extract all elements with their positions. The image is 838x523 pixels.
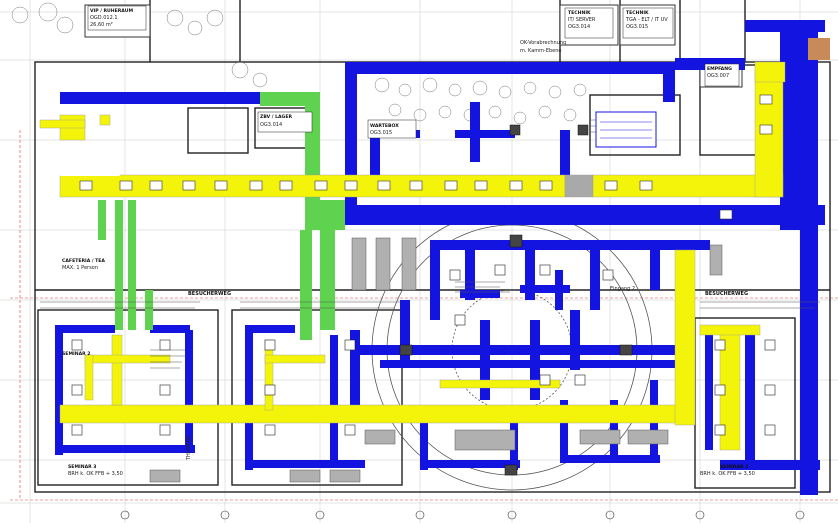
themenzentrum-label: THEMENZ. (186, 433, 192, 461)
seminar-3-note: BRH k. OK FFB + 3,50 (68, 471, 123, 477)
zbv-lager-code: OG3.014 (260, 122, 282, 128)
seminar-3-label: SEMINAR 3 (68, 464, 96, 470)
wartebox-code: OG3.015 (370, 130, 392, 136)
vip-ruheraum-title: VIP / RUHERAUM (90, 8, 133, 14)
grilles (79, 94, 773, 220)
supply-ducts (55, 20, 825, 495)
seminar-1-label: SEMINAR 1 (720, 464, 748, 470)
technik-tga-sub: TGA - ELT / IT UV (625, 17, 668, 23)
seminar-2-label: SEMINAR 2 (62, 351, 90, 357)
ok-vorabrechnung-label: OK-Vorabrechnung (520, 40, 566, 46)
eingang-2-label: Eingang 2 (610, 286, 635, 292)
cafeteria-sub: MAX. 1 Person (62, 265, 98, 271)
tree-symbols (11, 2, 587, 125)
room-labels: VIP / RUHERAUM OGD.012.1 26,60 m² TECHNI… (60, 5, 755, 477)
technik-it-sub: IT/ SERVER (568, 17, 596, 23)
axis-markers (120, 510, 805, 520)
empfang-title: EMPFANG (707, 66, 732, 72)
zbv-lager-title: ZBV / LAGER (260, 114, 292, 120)
cafeteria-title: CAFETERIA / TEA (62, 258, 105, 264)
terminal-units (71, 264, 776, 436)
dampers (399, 124, 633, 476)
technik-it-code: OG3.014 (568, 24, 590, 30)
grey-ducts (149, 237, 723, 483)
vip-ruheraum-area: 26,60 m² (90, 22, 113, 28)
kamm-ebene-label: m. Kamm-Ebene (520, 48, 562, 54)
inset-box (595, 111, 657, 148)
seminar-1-note: BRH k. OK FFB + 3,50 (700, 471, 755, 477)
exhaust-ducts (39, 61, 786, 451)
shaft-patch (808, 38, 830, 60)
vip-ruheraum-code: OGD.012.1 (90, 15, 118, 21)
technik-it-title: TECHNIK (568, 10, 591, 16)
empfang-code: OG3.007 (707, 73, 729, 79)
wartebox-title: WARTEBOX (370, 123, 399, 129)
besucherweg-east-label: BESUCHERWEG (705, 291, 748, 297)
technik-tga-title: TECHNIK (626, 10, 649, 16)
technik-tga-code: OG3.015 (626, 24, 648, 30)
besucherweg-west-label: BESUCHERWEG (188, 291, 231, 297)
